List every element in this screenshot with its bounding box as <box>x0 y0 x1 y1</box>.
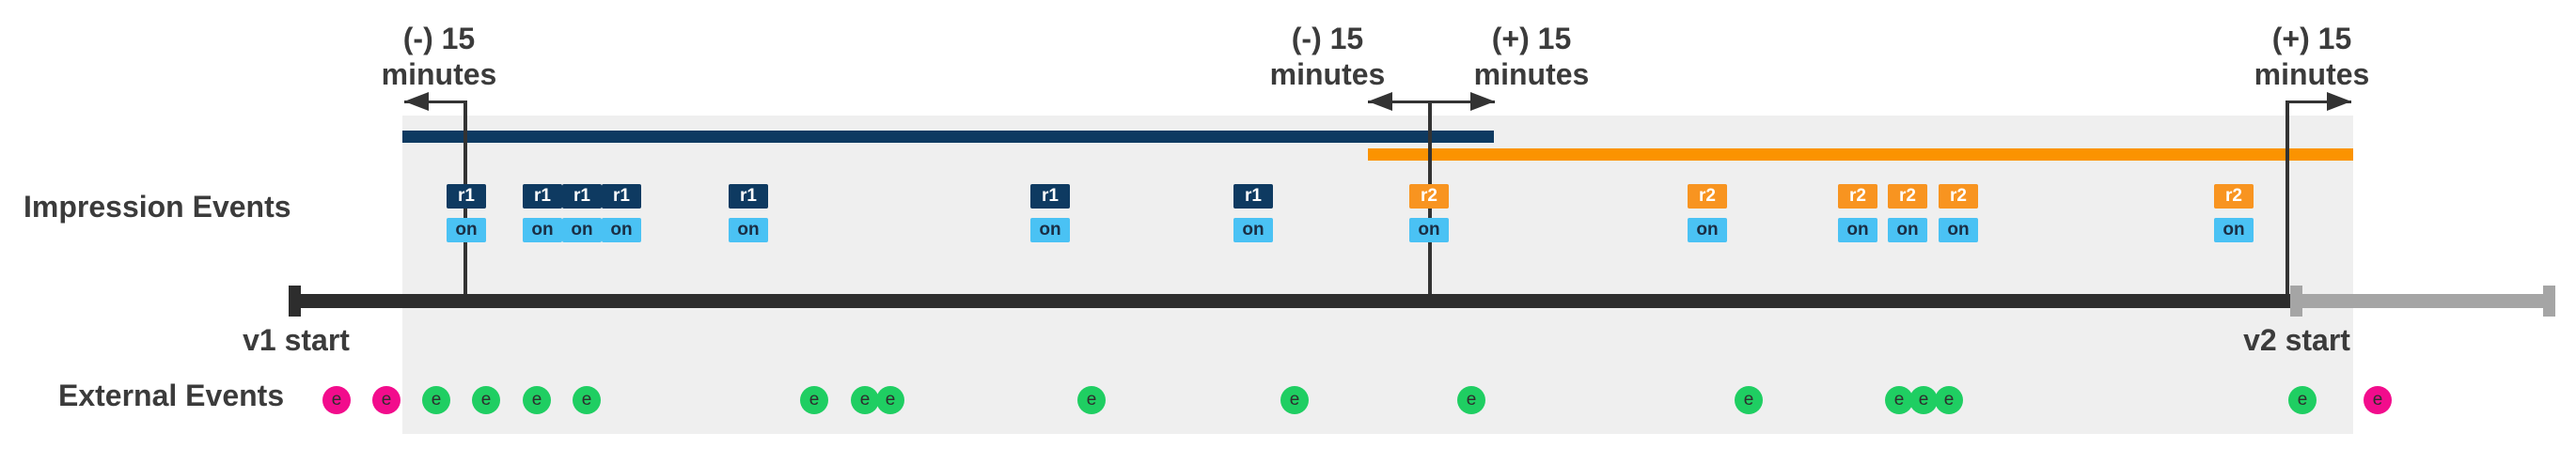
external-event-dot-magenta: e <box>372 386 401 414</box>
external-event-dot-green: e <box>1885 386 1913 414</box>
r1-badge: r1 <box>1030 184 1070 209</box>
external-event-dot-green: e <box>1735 386 1763 414</box>
on-badge: on <box>1409 218 1449 242</box>
offset-arrow <box>2287 92 2351 111</box>
minus15-mid-label: (-) 15 minutes <box>1205 21 1450 92</box>
impression-events-row-label: Impression Events <box>24 190 291 224</box>
external-event-dot-green: e <box>1935 386 1963 414</box>
on-badge: on <box>2214 218 2254 242</box>
external-events-row-label: External Events <box>58 379 285 412</box>
r1-badge: r1 <box>447 184 486 209</box>
plus15-mid-label: (+) 15 minutes <box>1409 21 1654 92</box>
arrowhead-left-icon <box>1368 92 1392 111</box>
on-badge: on <box>1688 218 1727 242</box>
on-badge: on <box>1233 218 1273 242</box>
offset-arrow <box>404 92 467 111</box>
impression-event-r2: r2 on <box>1688 184 1727 242</box>
impression-event-r1: r1 on <box>1233 184 1273 242</box>
external-event-dot-green: e <box>573 386 601 414</box>
impression-event-r1: r1 on <box>602 184 641 242</box>
external-event-dot-green: e <box>851 386 879 414</box>
external-event-dot-green: e <box>876 386 904 414</box>
r1-active-bar <box>402 131 1494 143</box>
external-event-dot-green: e <box>1909 386 1938 414</box>
r2-badge: r2 <box>2214 184 2254 209</box>
impression-event-r2: r2 on <box>1888 184 1927 242</box>
on-badge: on <box>447 218 486 242</box>
impression-event-r1: r1 on <box>1030 184 1070 242</box>
external-event-dot-green: e <box>2288 386 2317 414</box>
impression-event-r2: r2 on <box>1409 184 1449 242</box>
external-event-dot-magenta: e <box>2364 386 2392 414</box>
minus15-left-label: (-) 15 minutes <box>317 21 561 92</box>
impression-event-r1: r1 on <box>447 184 486 242</box>
r2-badge: r2 <box>1939 184 1978 209</box>
external-event-dot-green: e <box>422 386 450 414</box>
on-badge: on <box>1838 218 1877 242</box>
timeline-v2-bar <box>2290 294 2544 308</box>
r2-badge: r2 <box>1888 184 1927 209</box>
r2-badge: r2 <box>1838 184 1877 209</box>
impression-event-r2: r2 on <box>1838 184 1877 242</box>
on-badge: on <box>729 218 768 242</box>
impression-event-r1: r1 on <box>729 184 768 242</box>
annotation-line2: minutes <box>381 57 497 91</box>
r1-badge: r1 <box>602 184 641 209</box>
on-badge: on <box>562 218 602 242</box>
v1-start-tick <box>289 286 301 317</box>
on-badge: on <box>523 218 562 242</box>
analysis-window-panel <box>402 116 2353 434</box>
external-event-dot-green: e <box>472 386 500 414</box>
impression-event-r1: r1 on <box>523 184 562 242</box>
r2-badge: r2 <box>1688 184 1727 209</box>
r1-badge: r1 <box>562 184 602 209</box>
r2-active-bar <box>1368 148 2353 161</box>
arrowhead-right-icon <box>2327 92 2351 111</box>
on-badge: on <box>1888 218 1927 242</box>
v2-start-label: v2 start <box>2243 323 2350 357</box>
on-badge: on <box>602 218 641 242</box>
external-event-dot-magenta: e <box>322 386 351 414</box>
annotation-line1: (+) 15 <box>1491 22 1572 55</box>
arrowhead-right-icon <box>1470 92 1495 111</box>
on-badge: on <box>1939 218 1978 242</box>
impression-event-r1: r1 on <box>562 184 602 242</box>
annotation-line1: (-) 15 <box>1291 22 1364 55</box>
r2-badge: r2 <box>1409 184 1449 209</box>
v2-start-tick <box>2290 286 2302 317</box>
external-event-dot-green: e <box>1077 386 1106 414</box>
annotation-line2: minutes <box>1269 57 1386 91</box>
annotation-line2: minutes <box>2254 57 2370 91</box>
r1-badge: r1 <box>1233 184 1273 209</box>
timeline-v1-bar <box>289 294 2290 308</box>
external-event-dot-green: e <box>800 386 828 414</box>
annotation-line2: minutes <box>1473 57 1590 91</box>
external-event-dot-green: e <box>1457 386 1485 414</box>
impression-event-r2: r2 on <box>2214 184 2254 242</box>
external-event-dot-green: e <box>1280 386 1309 414</box>
timeline-end-tick <box>2543 286 2555 317</box>
annotation-line1: (-) 15 <box>402 22 476 55</box>
arrowhead-left-icon <box>404 92 429 111</box>
on-badge: on <box>1030 218 1070 242</box>
plus15-right-label: (+) 15 minutes <box>2190 21 2434 92</box>
impression-event-r2: r2 on <box>1939 184 1978 242</box>
annotation-line1: (+) 15 <box>2271 22 2352 55</box>
marker-line <box>2285 101 2289 295</box>
v1-start-label: v1 start <box>243 323 350 357</box>
r1-badge: r1 <box>729 184 768 209</box>
r1-badge: r1 <box>523 184 562 209</box>
external-event-dot-green: e <box>523 386 551 414</box>
offset-arrow <box>1368 92 1495 111</box>
